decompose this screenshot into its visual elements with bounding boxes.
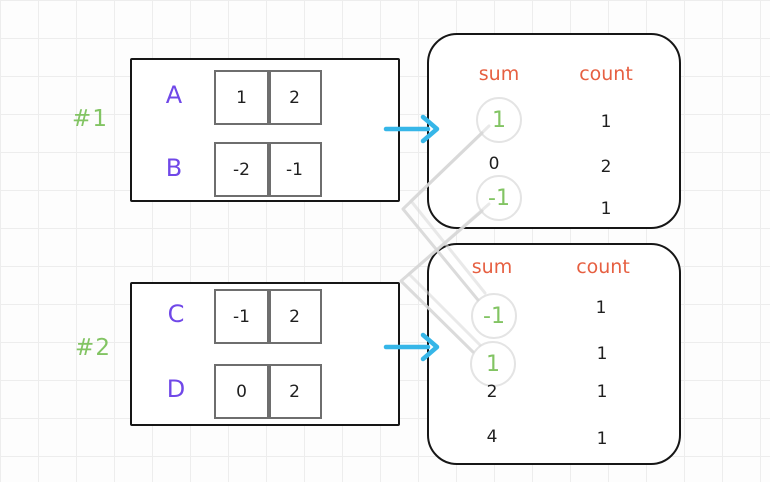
array-d-cells: 0 2 [214,364,322,419]
count-header: count [579,63,633,85]
count-value: 1 [596,382,608,402]
example-1-label: #1 [72,106,108,132]
example-1-array-box: A 1 2 B -2 -1 [130,58,400,202]
count-value: 1 [596,429,608,449]
array-cell: -2 [214,142,269,197]
sum-header: sum [471,256,513,278]
array-cell: -1 [214,289,269,344]
array-b-cells: -2 -1 [214,142,322,197]
count-value: 1 [596,344,608,364]
array-cell: 0 [214,364,269,419]
array-cell: -1 [269,142,322,197]
array-cell: 1 [214,70,269,125]
example-1-result-box: sum count 1 1 0 2 -1 1 [427,33,681,229]
sum-value: 0 [488,154,500,174]
array-c-label: C [167,300,185,328]
array-cell: 2 [269,289,322,344]
count-value: 1 [600,112,612,132]
array-b-label: B [165,154,183,182]
array-c-cells: -1 2 [214,289,322,344]
example-2-result-box: sum count -1 1 1 1 2 1 4 1 [427,243,681,465]
circled-sum-value: 1 [470,341,516,387]
array-cell: 2 [269,364,322,419]
circled-sum-value: 1 [476,97,522,143]
example-2-label: #2 [75,335,111,361]
count-value: 1 [600,199,612,219]
array-a-cells: 1 2 [214,70,322,125]
sum-header: sum [478,63,520,85]
sum-value: 4 [486,427,498,447]
count-value: 2 [600,157,612,177]
count-value: 1 [595,298,607,318]
array-a-label: A [165,81,183,109]
circled-sum-value: -1 [476,175,522,221]
count-header: count [576,256,630,278]
circled-sum-value: -1 [471,293,517,339]
array-cell: 2 [269,70,322,125]
array-d-label: D [166,375,186,403]
example-2-array-box: C -1 2 D 0 2 [130,282,400,426]
sum-value: 2 [486,382,498,402]
